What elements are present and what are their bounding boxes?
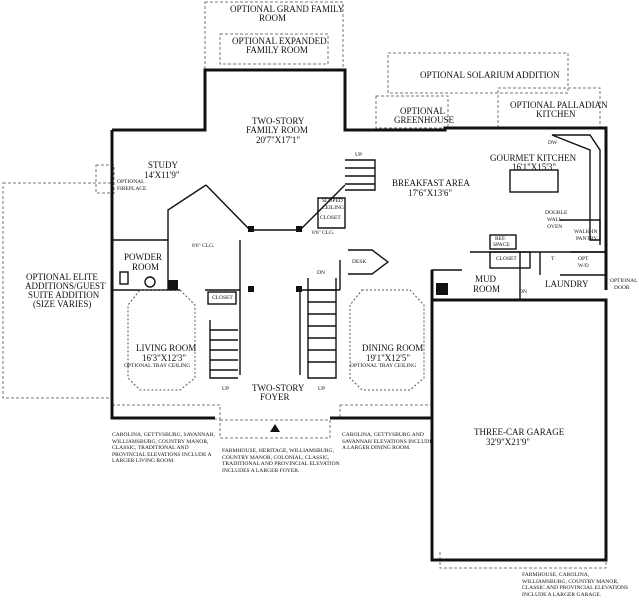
columns bbox=[168, 226, 448, 295]
up-right-stair: UP bbox=[318, 386, 326, 392]
kitchen-dim: 16'1"X15'3" bbox=[512, 162, 557, 172]
breakfast-name: BREAKFAST AREA bbox=[392, 178, 470, 188]
study-name: STUDY bbox=[148, 160, 179, 170]
dining-ceiling: OPTIONAL TRAY CEILING bbox=[350, 363, 417, 369]
closet-center: CLOSET bbox=[320, 215, 341, 221]
ref-2: SPACE bbox=[493, 242, 510, 248]
family-name: TWO-STORY bbox=[252, 116, 305, 126]
mud-name: MUD bbox=[475, 274, 497, 284]
expanded-family-sub: FAMILY ROOM bbox=[246, 45, 308, 55]
walk-in-1: WALK-IN bbox=[574, 229, 598, 235]
mud-sub: ROOM bbox=[473, 284, 501, 294]
expanded-family-name: OPTIONAL EXPANDED bbox=[232, 36, 327, 46]
dn-stair: DN bbox=[317, 270, 325, 276]
living-ceiling: OPTIONAL TRAY CEILING bbox=[124, 363, 191, 369]
exterior-walls bbox=[110, 68, 608, 562]
fireplace-label-2: FIREPLACE bbox=[117, 186, 147, 192]
powder-sub: ROOM bbox=[132, 262, 160, 272]
optional-palladian-outline bbox=[497, 87, 601, 128]
optional-solarium-outline bbox=[387, 52, 569, 94]
elite-l3: SUITE ADDITION bbox=[28, 290, 100, 300]
family-dim: 20'7"X17'1" bbox=[256, 135, 301, 145]
living-note: CAROLINA, GETTYSBURG, SAVANNAH, WILLIAMS… bbox=[112, 432, 215, 465]
kitchen-name: GOURMET KITCHEN bbox=[490, 153, 577, 163]
elite-l1: OPTIONAL ELITE bbox=[26, 272, 98, 282]
dn-garage: DN bbox=[519, 289, 527, 295]
foyer-sub: FOYER bbox=[260, 392, 290, 402]
double-wall-1: DOUBLE bbox=[545, 210, 568, 216]
breakfast-dim: 17'6"X13'6" bbox=[408, 188, 453, 198]
family-sub: FAMILY ROOM bbox=[246, 125, 308, 135]
garage-dim: 32'9"X21'9" bbox=[486, 437, 531, 447]
dw-label: DW bbox=[548, 140, 558, 146]
solarium-name: OPTIONAL SOLARIUM ADDITION bbox=[420, 70, 560, 80]
tray-ceilings bbox=[127, 289, 425, 391]
powder-name: POWDER bbox=[124, 252, 162, 262]
opt-wd-2: W/D bbox=[578, 263, 589, 269]
sloped-2: CEILING bbox=[322, 205, 344, 211]
sloped-1: SLOPED bbox=[322, 198, 343, 204]
entry-arrow bbox=[270, 424, 280, 432]
clg-right: 8'6" CLG. bbox=[312, 230, 335, 236]
greenhouse-name: OPTIONAL bbox=[400, 106, 445, 116]
double-wall-3: OVEN bbox=[547, 224, 563, 230]
dining-name: DINING ROOM bbox=[362, 343, 424, 353]
garage-name: THREE-CAR GARAGE bbox=[474, 427, 565, 437]
dining-dim: 19'1"X12'5" bbox=[366, 353, 411, 363]
up-left-stair: UP bbox=[222, 386, 230, 392]
foyer-note: FARMHOUSE, HERITAGE, WILLIAMSBURG, COUNT… bbox=[222, 448, 340, 474]
foyer-name: TWO-STORY bbox=[252, 383, 305, 393]
desk-label: DESK bbox=[352, 259, 367, 265]
living-name: LIVING ROOM bbox=[136, 343, 197, 353]
optional-door-2: DOOR bbox=[614, 285, 630, 291]
ref-1: REF. bbox=[495, 236, 507, 242]
dining-note: CAROLINA, GETTYSBURG AND SAVANNAH ELEVAT… bbox=[342, 432, 433, 452]
greenhouse-sub: GREENHOUSE bbox=[394, 115, 454, 125]
opt-wd-1: OPT bbox=[578, 256, 589, 262]
palladian-name: OPTIONAL PALLADIAN bbox=[510, 100, 608, 110]
optional-door-1: OPTIONAL bbox=[610, 278, 638, 284]
optional-fireplace-outline bbox=[95, 164, 115, 194]
garage-note: FARMHOUSE, CAROLINA, WILLIAMSBURG, COUNT… bbox=[522, 572, 629, 598]
t-mark: T bbox=[551, 256, 555, 262]
up-small-stair: UP bbox=[355, 152, 363, 158]
grand-family-sub: ROOM bbox=[259, 13, 287, 23]
clg-left: 8'6" CLG. bbox=[192, 243, 215, 249]
elite-l2: ADDITIONS/GUEST bbox=[25, 281, 106, 291]
grand-family-name: OPTIONAL GRAND FAMILY bbox=[230, 4, 345, 14]
palladian-sub: KITCHEN bbox=[536, 109, 576, 119]
optional-greenhouse-outline bbox=[375, 95, 449, 129]
foyer-variant-outline bbox=[219, 419, 331, 439]
closet-left: CLOSET bbox=[212, 295, 233, 301]
double-wall-2: WALL bbox=[547, 217, 563, 223]
elite-l4: (SIZE VARIES) bbox=[33, 299, 92, 309]
laundry-name: LAUNDRY bbox=[545, 279, 589, 289]
living-dim: 16'3"X12'3" bbox=[142, 353, 187, 363]
optional-expanded-family-outline bbox=[219, 33, 329, 65]
fireplace-label-1: OPTIONAL bbox=[117, 179, 145, 185]
study-dim: 14'X11'9" bbox=[144, 170, 180, 180]
walk-in-2: PANTRY bbox=[576, 236, 598, 242]
closet-kitchen: CLOSET bbox=[496, 256, 517, 262]
